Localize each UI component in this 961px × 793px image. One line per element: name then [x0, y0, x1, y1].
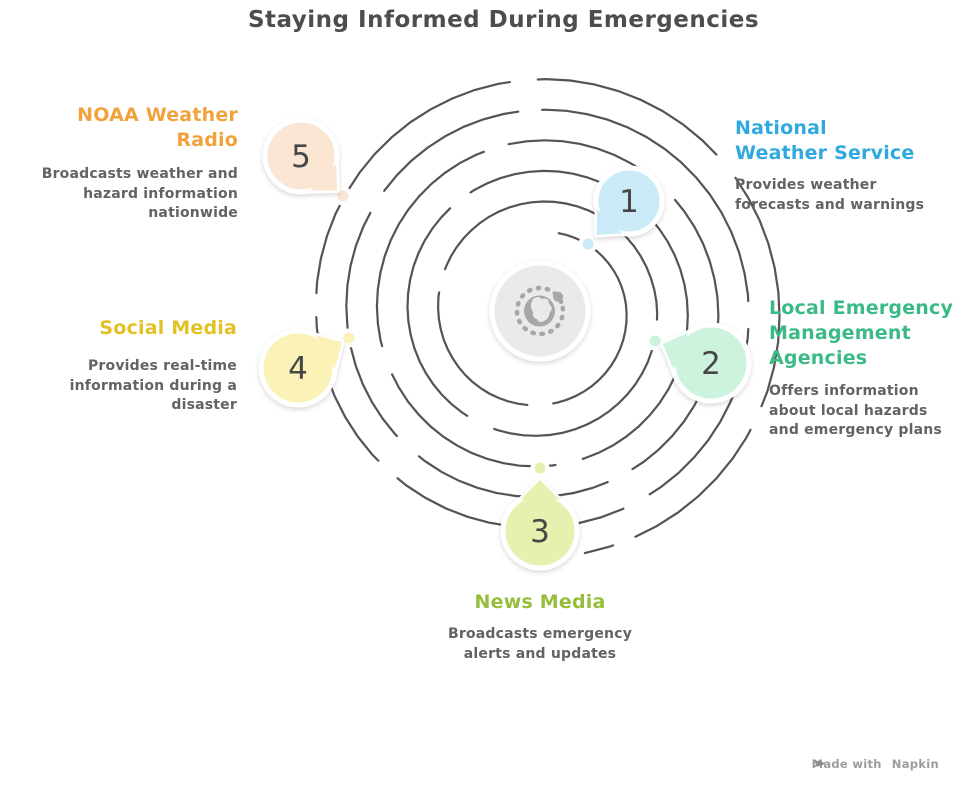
- item-1-desc-line: Provides weather: [735, 177, 877, 193]
- item-5-description: Broadcasts weather and hazard informatio…: [28, 165, 238, 224]
- item-2-heading: Local Emergency Management Agencies: [769, 296, 959, 371]
- item-3-desc-line: alerts and updates: [463, 645, 617, 662]
- item-1-desc-line: forecasts and warnings: [735, 196, 925, 213]
- bubble-2: 2: [660, 322, 752, 404]
- item-2-heading-line: Agencies: [769, 347, 868, 369]
- bubble-5-number: 5: [291, 139, 311, 175]
- item-3-desc-line: Broadcasts emergency: [447, 626, 633, 642]
- item-4-desc-line: information during a: [69, 377, 237, 394]
- bubble-4-number: 4: [288, 351, 308, 387]
- item-4-desc-line: disaster: [171, 397, 237, 413]
- page-title: Staying Informed During Emergencies: [247, 7, 760, 33]
- item-3-description: Broadcasts emergency alerts and updates: [410, 625, 670, 664]
- dot-5: [333, 186, 353, 206]
- item-5-heading: NOAA Weather Radio: [28, 103, 238, 153]
- item-2-desc-line: Offers information: [769, 383, 919, 399]
- item-1-heading: National Weather Service: [735, 116, 961, 166]
- item-3-heading: News Media: [430, 590, 650, 615]
- globe-alert-icon: [514, 285, 566, 337]
- center-hub: [489, 260, 591, 362]
- bubble-1: 1: [593, 165, 665, 238]
- bubble-5: 5: [262, 117, 340, 195]
- item-2-desc-line: about local hazards: [769, 402, 928, 419]
- item-1-description: Provides weather forecasts and warnings: [735, 176, 960, 215]
- spiral-path: [314, 77, 781, 555]
- item-4-heading-line: Social Media: [99, 317, 237, 339]
- item-5-heading-line: Radio: [176, 129, 238, 151]
- item-5-heading-line: NOAA Weather: [77, 104, 238, 126]
- item-4-desc-line: Provides real-time: [87, 358, 237, 374]
- dot-2: [645, 331, 665, 351]
- made-with-napkin-credit: Made with Napkin: [812, 757, 939, 771]
- bubble-3: 3: [500, 477, 580, 571]
- item-5-desc-line: hazard information: [83, 185, 238, 202]
- item-2-heading-line: Local Emergency: [769, 297, 954, 319]
- item-4-heading: Social Media: [37, 316, 237, 341]
- bubble-4: 4: [258, 328, 345, 408]
- napkin-brand-label: Napkin: [891, 757, 939, 771]
- item-2-desc-line: and emergency plans: [769, 422, 942, 438]
- item-2-heading-line: Management: [769, 322, 911, 344]
- item-3-heading-line: News Media: [474, 591, 606, 613]
- item-4-description: Provides real-time information during a …: [37, 357, 237, 416]
- made-with-label: Made with: [811, 757, 882, 771]
- bubble-2-number: 2: [701, 346, 721, 382]
- item-2-description: Offers information about local hazards a…: [769, 382, 959, 441]
- dot-1: [578, 234, 598, 254]
- bubble-1-number: 1: [619, 184, 639, 220]
- item-1-heading-line: National: [735, 117, 827, 139]
- bubble-3-number: 3: [530, 514, 550, 550]
- dot-3: [530, 458, 550, 478]
- item-1-heading-line: Weather Service: [735, 142, 915, 164]
- dot-4: [339, 328, 359, 348]
- item-5-desc-line: nationwide: [148, 205, 238, 221]
- item-5-desc-line: Broadcasts weather and: [41, 166, 238, 182]
